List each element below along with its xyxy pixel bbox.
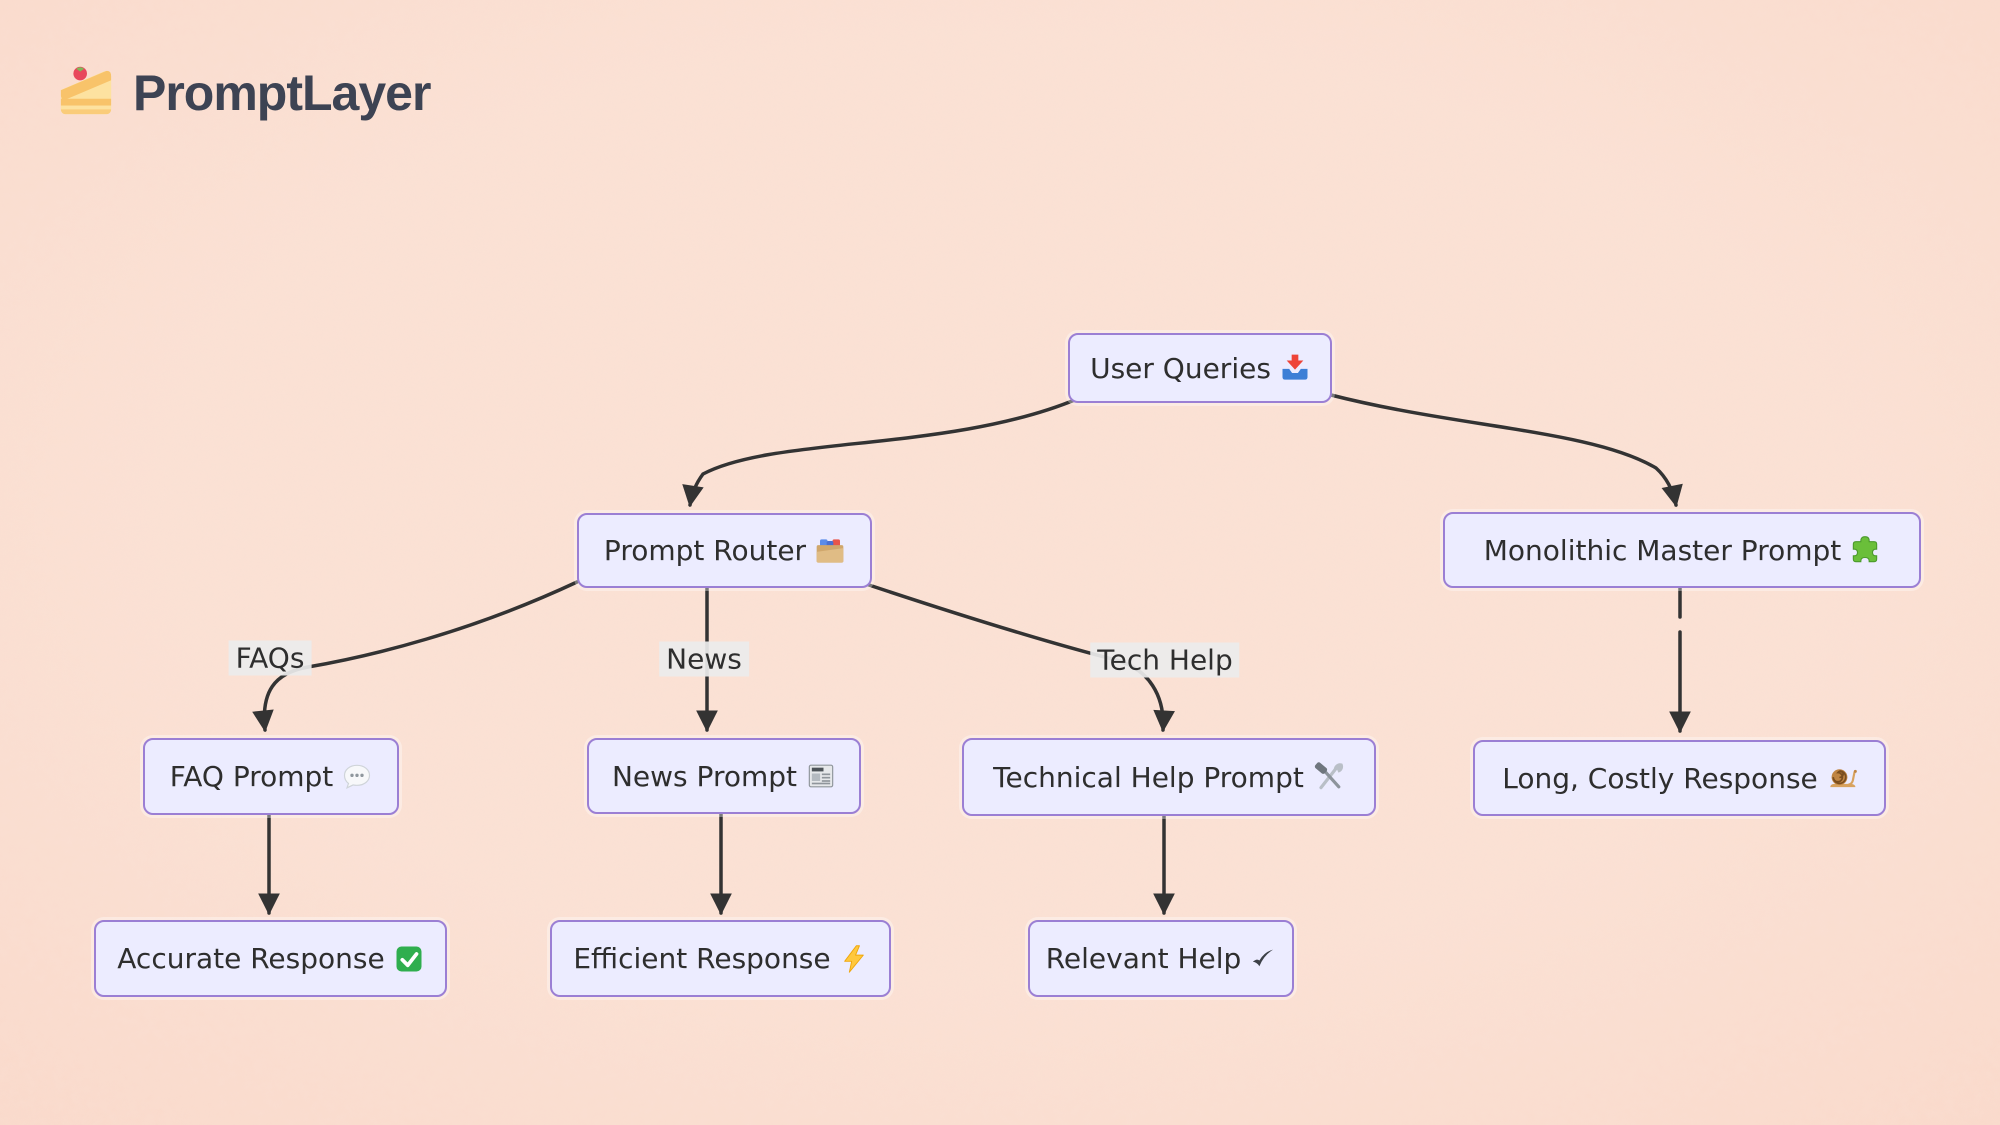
node-accurate-response-label: Accurate Response (117, 942, 385, 975)
edge-label-faqs: FAQs (228, 640, 312, 676)
node-news-prompt: News Prompt (587, 738, 861, 814)
edge-label-news: News (659, 641, 749, 677)
node-monolithic-master-prompt: Monolithic Master Prompt (1443, 512, 1921, 588)
check-mark-button-icon (394, 944, 424, 974)
node-prompt-router-label: Prompt Router (603, 534, 807, 567)
node-prompt-router: Prompt Router (577, 513, 872, 588)
edge-label-tech-help: Tech Help (1090, 642, 1240, 678)
node-efficient-response: Efficient Response (550, 920, 891, 997)
heavy-check-mark-icon (1250, 946, 1276, 972)
cake-slice-icon (55, 60, 117, 126)
node-user-queries-label: User Queries (1090, 351, 1271, 385)
snail-icon (1827, 763, 1857, 793)
newspaper-icon (806, 761, 836, 791)
edge-userqueries-promptrouter (682, 397, 1079, 508)
node-user-queries: User Queries (1068, 333, 1332, 403)
node-long-costly-label: Long, Costly Response (1502, 761, 1818, 795)
inbox-tray-icon (1280, 353, 1310, 383)
node-faq-prompt: FAQ Prompt (143, 738, 399, 815)
node-relevant-help: Relevant Help (1028, 920, 1294, 997)
node-efficient-response-label: Efficient Response (573, 942, 831, 975)
node-technical-help-prompt: Technical Help Prompt (962, 738, 1376, 816)
brand-name: PromptLayer (133, 65, 431, 121)
node-faq-prompt-label: FAQ Prompt (169, 760, 334, 793)
node-news-prompt-label: News Prompt (611, 759, 797, 793)
speech-balloon-icon (342, 762, 372, 792)
edge-userqueries-monolithic (1329, 393, 1683, 508)
node-accurate-response: Accurate Response (94, 920, 447, 997)
node-long-costly-response: Long, Costly Response (1473, 740, 1886, 816)
hammer-and-wrench-icon (1313, 761, 1345, 793)
node-technical-help-label: Technical Help Prompt (993, 760, 1304, 794)
node-monolithic-label: Monolithic Master Prompt (1483, 533, 1842, 567)
node-relevant-help-label: Relevant Help (1045, 942, 1242, 975)
puzzle-piece-icon (1850, 535, 1880, 565)
card-index-dividers-icon (815, 536, 845, 566)
high-voltage-icon (840, 944, 868, 974)
promptlayer-logo: PromptLayer (55, 60, 431, 126)
